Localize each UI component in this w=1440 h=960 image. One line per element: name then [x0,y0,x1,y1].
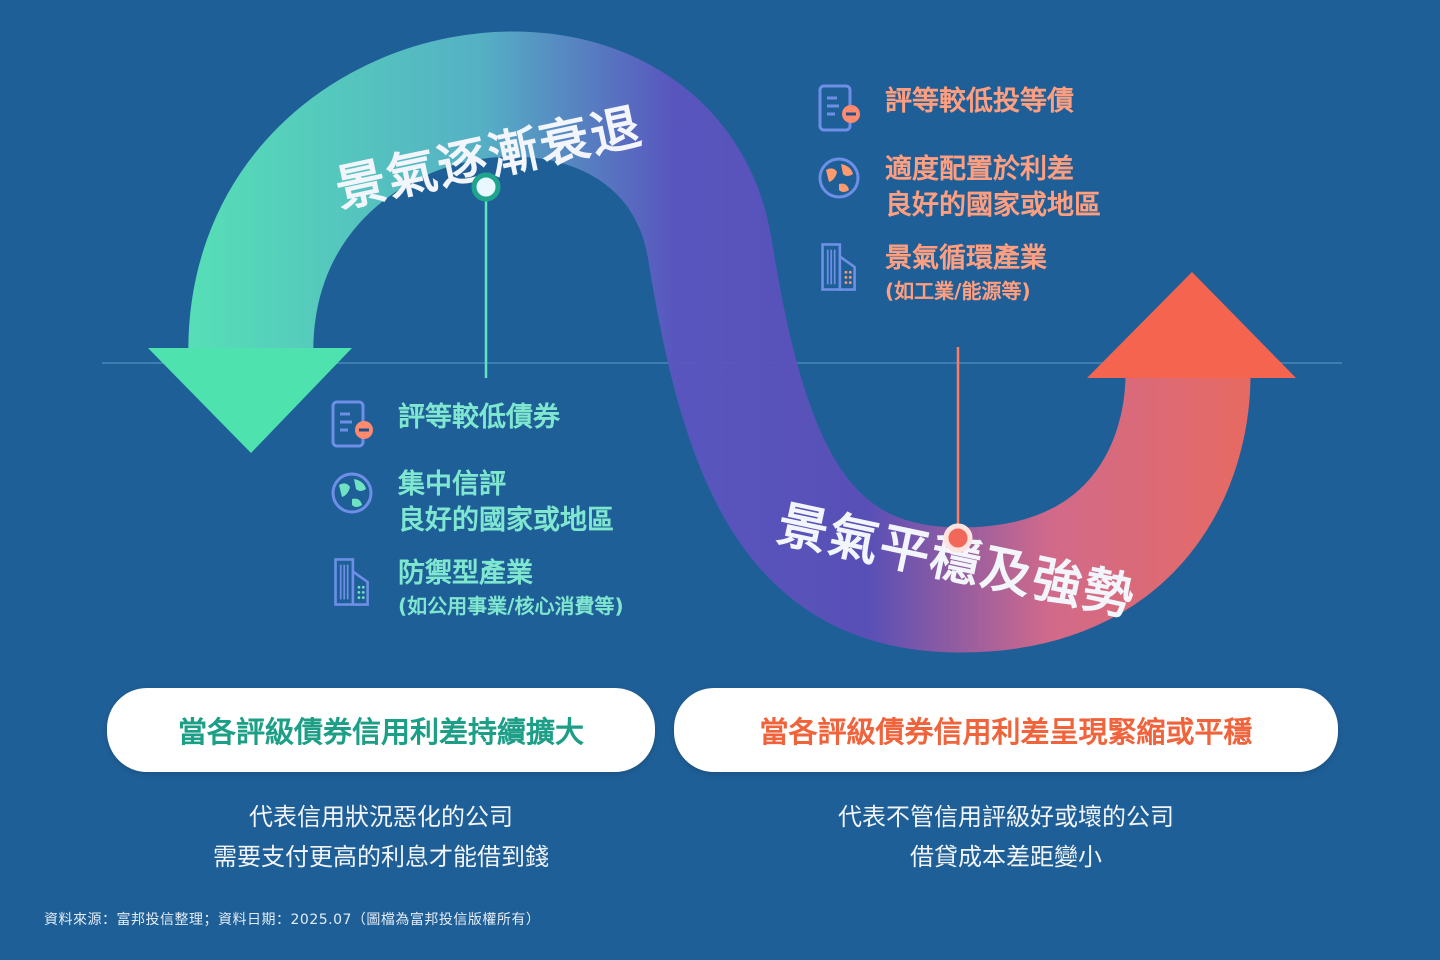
right-item-2-line1: 適度配置於利差 [885,154,1074,185]
left-item-3-sub: (如公用事業/核心消費等) [398,594,624,618]
globe-icon [331,472,373,514]
right-item-cyclical-sectors: 景氣循環產業 (如工業/能源等) [817,241,1047,305]
spread-tightening-pill: 當各評級債券信用利差呈現緊縮或平穩 [674,688,1338,772]
source-note: 資料來源：富邦投信整理；資料日期：2025.07（圖檔為富邦投信版權所有） [44,912,541,928]
left-item-3-text: 防禦型產業 [398,558,533,589]
left-marker-dot [471,172,501,202]
building-icon [334,558,369,606]
right-item-2-line2: 良好的國家或地區 [885,190,1101,221]
wave-band [188,31,1251,653]
up-arrow-head [1087,272,1296,378]
right-marker-dot [943,523,973,553]
left-item-2-line1: 集中信評 [398,469,506,500]
widening-description: 代表信用狀況惡化的公司 需要支付更高的利息才能借到錢 [107,797,655,877]
down-arrow-head [148,348,352,453]
left-item-high-rated-countries: 集中信評 良好的國家或地區 [330,467,614,539]
left-item-defensive-sectors: 防禦型產業 (如公用事業/核心消費等) [330,556,624,620]
globe-icon [818,157,860,199]
building-icon [821,243,856,291]
left-item-lower-rated-bonds: 評等較低債券 [330,400,560,452]
widening-description-line2: 需要支付更高的利息才能借到錢 [213,843,549,871]
spread-widening-pill: 當各評級債券信用利差持續擴大 [107,688,655,772]
widening-description-line1: 代表信用狀況惡化的公司 [249,803,513,831]
left-item-2-line2: 良好的國家或地區 [398,505,614,536]
right-item-3-text: 景氣循環產業 [885,243,1047,274]
tightening-description: 代表不管信用評級好或壞的公司 借貸成本差距變小 [674,797,1338,877]
right-item-3-sub: (如工業/能源等) [885,279,1031,303]
left-item-1-text: 評等較低債券 [398,402,560,433]
right-item-spread-countries: 適度配置於利差 良好的國家或地區 [817,152,1101,224]
document-minus-icon [818,84,860,132]
document-minus-icon [331,400,373,448]
right-item-lower-rated-ig: 評等較低投等債 [817,84,1074,136]
tightening-description-line2: 借貸成本差距變小 [910,843,1102,871]
tightening-description-line1: 代表不管信用評級好或壞的公司 [838,803,1174,831]
right-item-1-text: 評等較低投等債 [885,86,1074,117]
